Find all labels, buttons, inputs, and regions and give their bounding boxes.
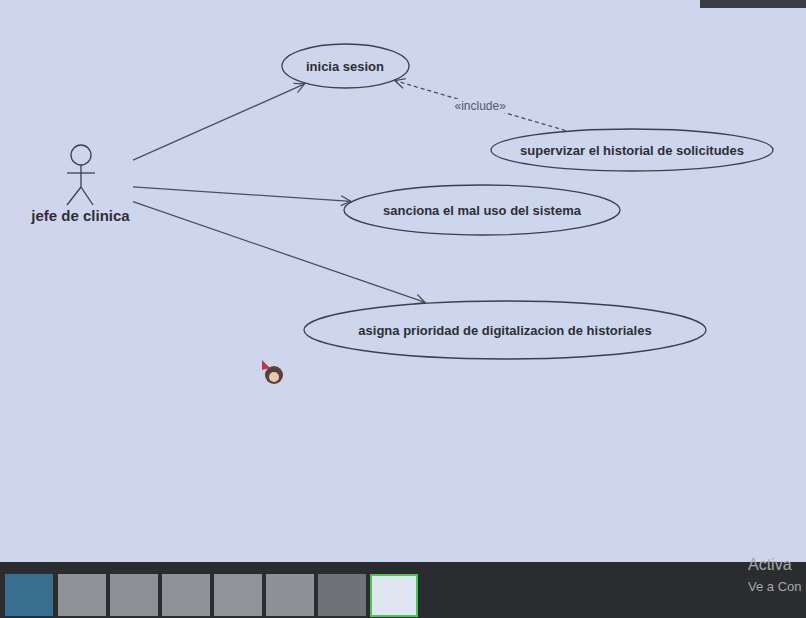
include-dependency (395, 81, 566, 131)
stereotype-label: «include» (453, 99, 508, 113)
watermark-text: Activa (748, 556, 792, 574)
association-arrow (133, 202, 425, 303)
ellipse-border (282, 44, 409, 88)
use-case-name: sanciona el mal uso del sistema (383, 203, 581, 218)
association-arrow (133, 187, 351, 201)
ellipse-border (491, 129, 773, 171)
association-arrow (133, 84, 305, 160)
thumbnail-strip (5, 574, 417, 616)
use-case-ellipse: sanciona el mal uso del sistema (343, 184, 621, 236)
sprite-icon (262, 360, 283, 384)
watermark-text: Ve a Con (748, 579, 802, 594)
actor: jefe de clinica (28, 143, 133, 224)
use-case-name: inicia sesion (306, 59, 384, 74)
use-case-name: asigna prioridad de digitalizacion de hi… (358, 323, 651, 338)
use-case-ellipse: inicia sesion (281, 43, 410, 89)
use-case-ellipse: asigna prioridad de digitalizacion de hi… (303, 300, 707, 360)
screen-corner (700, 0, 806, 8)
screen-background (0, 0, 806, 562)
ellipse-border (304, 301, 706, 359)
use-case-ellipse: supervizar el historial de solicitudes (490, 128, 774, 172)
use-case-name: supervizar el historial de solicitudes (520, 143, 744, 158)
taskbar (0, 562, 806, 618)
stick-figure (59, 143, 103, 207)
actor-name: jefe de clinica (28, 207, 133, 224)
ellipse-border (344, 185, 620, 235)
